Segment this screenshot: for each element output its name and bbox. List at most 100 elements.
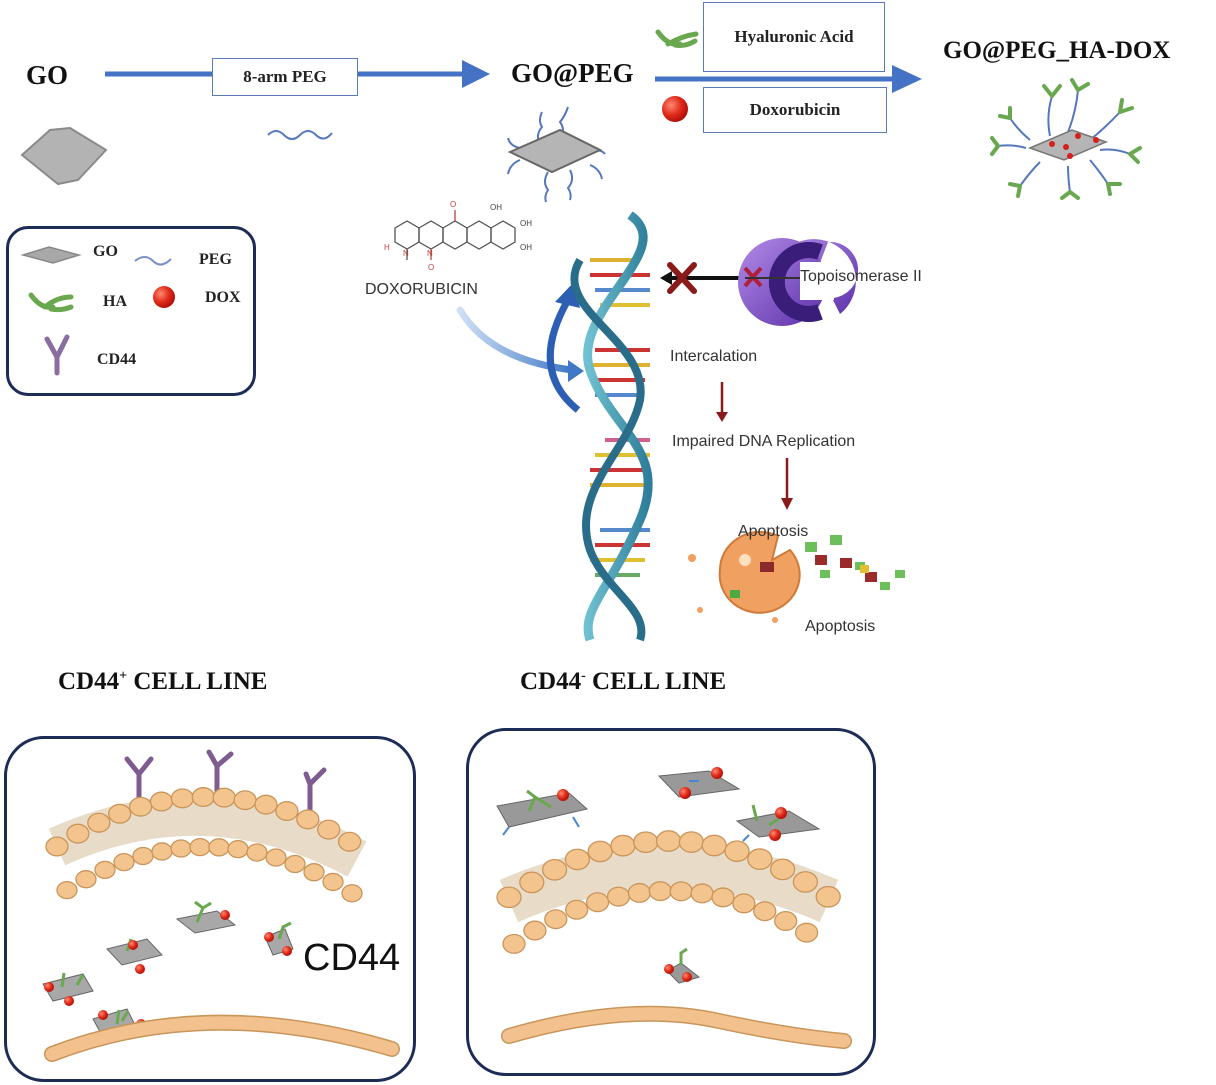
legend-go-icon (20, 246, 82, 264)
ha-icon (655, 29, 699, 48)
reagent-box-ha: Hyaluronic Acid (703, 2, 885, 72)
doxorubicin-label: DOXORUBICIN (365, 281, 478, 298)
lipid-head (669, 881, 693, 902)
svg-text:N: N (403, 249, 409, 258)
cd44-positive-title: CD44+ CELL LINE (58, 668, 267, 696)
title-base: CD44 (520, 668, 582, 695)
lipid-head (45, 836, 69, 857)
lipid-head (565, 899, 589, 920)
cd44-receptor-label: CD44 (303, 937, 401, 979)
gopeg-sheet-icon (507, 106, 606, 203)
legend-ha-label: HA (103, 293, 127, 310)
lipid-head (170, 839, 192, 858)
reagent-box-dox: Doxorubicin (703, 87, 887, 133)
lipid-head (170, 788, 195, 809)
reagent-box-peg: 8-arm PEG (212, 58, 358, 96)
lipid-head (75, 870, 97, 889)
svg-text:OH: OH (520, 243, 532, 252)
reagent-ha-label: Hyaluronic Acid (734, 26, 854, 46)
lipid-head (633, 831, 659, 854)
cd44-receptors (124, 749, 327, 817)
lipid-head (132, 846, 154, 866)
lipid-head (56, 880, 78, 900)
cd44-negative-title: CD44- CELL LINE (520, 668, 726, 696)
reagent-peg-label: 8-arm PEG (243, 66, 327, 86)
cd44-positive-graphics (42, 749, 400, 1062)
lipid-head (254, 794, 278, 815)
lipid-head (585, 892, 610, 913)
lipid-head (94, 860, 116, 880)
lipid-head (246, 843, 268, 862)
reagent-dox-label: Doxorubicin (749, 99, 841, 119)
cd44-negative-panel (466, 728, 876, 1076)
lipid-head (502, 933, 526, 954)
svg-text:H: H (384, 243, 390, 252)
lipid-head (648, 881, 672, 902)
lipid-head (606, 886, 631, 907)
cd44-negative-graphics (496, 767, 852, 1049)
lipid-head (66, 823, 90, 844)
membrane (45, 787, 367, 903)
lipid-head (701, 834, 727, 857)
lipid-head (284, 854, 306, 874)
dna-helix-icon (570, 211, 653, 642)
lipid-head (233, 790, 257, 811)
lipid-head (128, 796, 153, 817)
lipid-head (227, 839, 249, 859)
lipid-head (627, 882, 652, 903)
lipid-head (189, 837, 211, 857)
title-rest: CELL LINE (127, 668, 268, 695)
lipid-head (690, 883, 714, 904)
gopeg-label: GO@PEG (511, 58, 634, 88)
lipid-head (149, 791, 174, 812)
go-label: GO (26, 60, 69, 90)
title-base: CD44 (58, 668, 120, 695)
lipid-head (732, 893, 756, 914)
lipid-head (587, 840, 613, 863)
topoisomerase-icon (738, 238, 859, 326)
peg-chain-icon (267, 130, 333, 140)
lipid-head (337, 831, 362, 852)
legend-peg-icon (134, 256, 172, 266)
synthesis-graphics (20, 29, 1142, 203)
step-impaired-replication: Impaired DNA Replication (672, 433, 856, 450)
legend-ha-icon (28, 292, 74, 313)
legend-dox-icon (153, 286, 175, 308)
lipid-head (774, 910, 798, 931)
legend-cd44-label: CD44 (97, 351, 137, 368)
lipid-head (523, 920, 547, 941)
membrane (499, 843, 839, 923)
lipid-head (544, 909, 568, 930)
lipid-head (151, 842, 173, 861)
lipid-head (815, 885, 841, 908)
legend-peg-label: PEG (199, 251, 232, 268)
lipid-head (265, 848, 287, 867)
lipid-head (275, 801, 299, 822)
lipid-head (769, 858, 796, 881)
blocked-arrow (660, 262, 750, 294)
lipid-head (303, 863, 325, 882)
title-rest: CELL LINE (585, 668, 727, 695)
nanoparticles (42, 900, 294, 1038)
dox-sphere-icon (662, 96, 688, 122)
lipid-head (212, 787, 236, 808)
lipid-head (747, 848, 773, 870)
svg-text:OH: OH (490, 203, 502, 212)
lipid-head (519, 871, 545, 894)
title-sup: + (119, 668, 128, 684)
apoptotic-cell-icon (688, 530, 905, 623)
lipid-head (341, 884, 363, 903)
lipid-head (191, 787, 215, 808)
lipid-head (794, 922, 819, 943)
lipid-head (496, 886, 522, 909)
step-apoptosis: Apoptosis (738, 523, 809, 540)
title-sup: - (581, 668, 586, 684)
lipid-head (113, 853, 135, 872)
arrow-gopeg-to-product (655, 65, 922, 93)
lipid-head (296, 809, 320, 830)
svg-text:O: O (428, 263, 434, 272)
base-pairs (590, 258, 650, 577)
lipid-head (724, 840, 750, 863)
lipid-head (317, 819, 341, 840)
lipid-head (108, 803, 132, 824)
